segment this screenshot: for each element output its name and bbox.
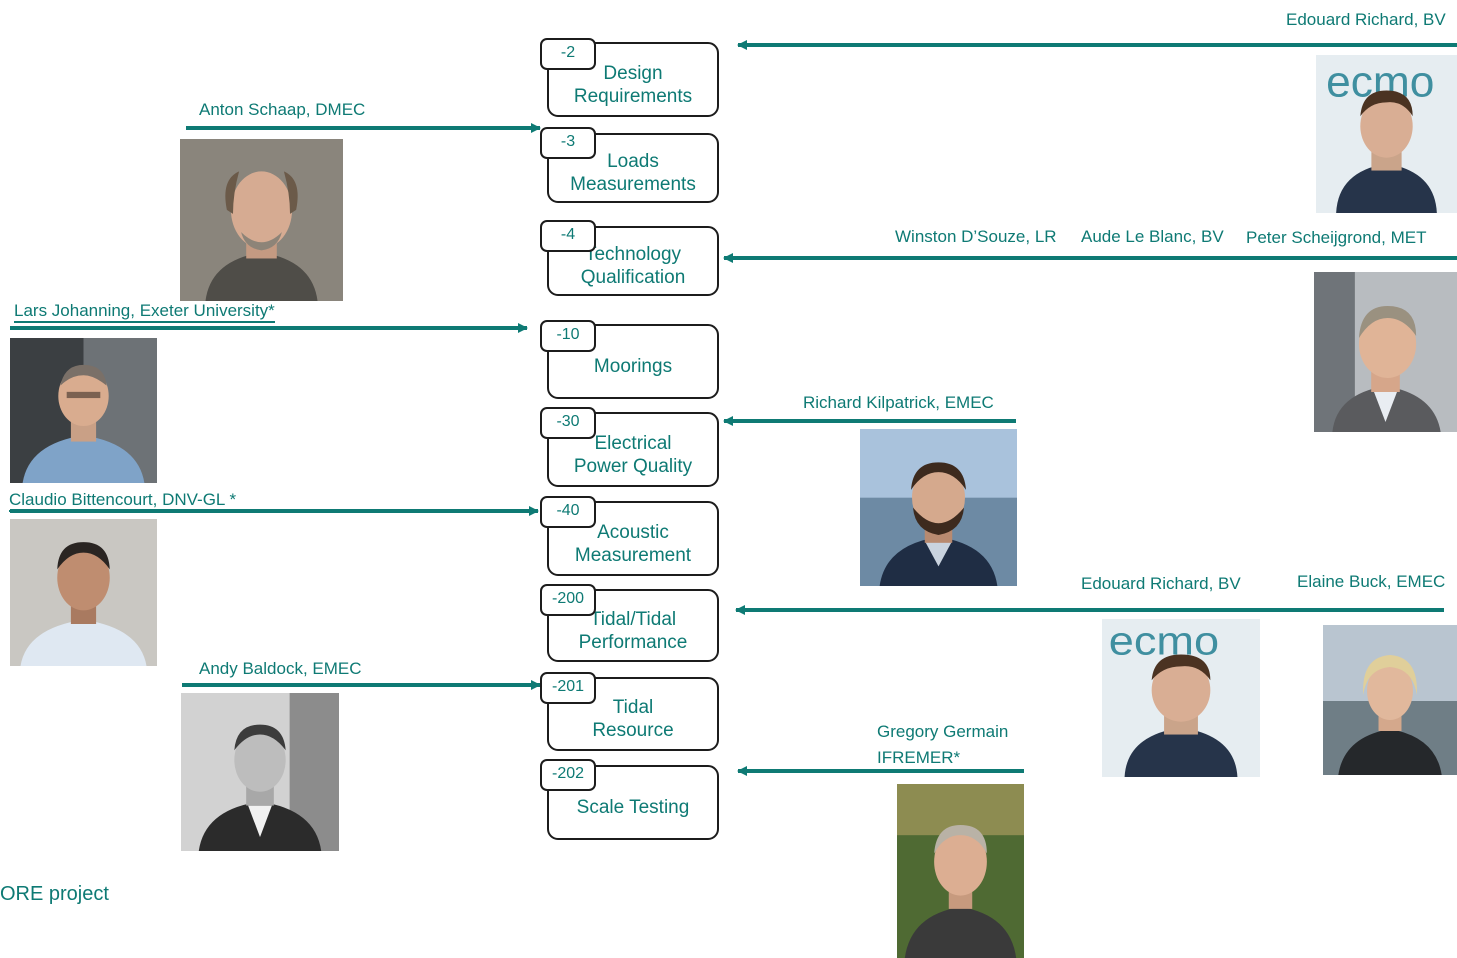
standard-badge: -200 <box>540 584 596 616</box>
standard-box-tidal-resource: Tidal Resource <box>547 677 719 751</box>
person-label-lars: Lars Johanning, Exeter University* <box>14 301 275 323</box>
standard-label: Moorings <box>593 356 673 377</box>
photo-claudio <box>10 519 157 666</box>
standard-label: Loads Measurements <box>570 151 696 195</box>
person-label-richard: Richard Kilpatrick, EMEC <box>803 393 994 412</box>
standard-box-tidal-performance: Tidal/Tidal Performance <box>547 589 719 662</box>
person-label-peter: Peter Scheijgrond, MET <box>1246 228 1427 247</box>
standard-badge: -201 <box>540 672 596 704</box>
person-label-andy: Andy Baldock, EMEC <box>199 659 362 678</box>
standard-box-scale-testing: Scale Testing <box>547 765 719 840</box>
person-label-anton: Anton Schaap, DMEC <box>199 100 366 119</box>
standard-label: Tidal Resource <box>592 697 674 741</box>
standard-label: Design Requirements <box>573 62 693 107</box>
photo-edouard-mid: ecmo <box>1102 619 1260 777</box>
photo-richard <box>860 429 1017 586</box>
standard-badge: -202 <box>540 759 596 791</box>
person-label-aude: Aude Le Blanc, BV <box>1081 227 1224 246</box>
standard-label: Electrical Power Quality <box>573 432 693 477</box>
standard-label: Scale Testing <box>576 797 690 818</box>
standard-badge: -3 <box>540 127 596 159</box>
person-label-gregory: Gregory Germain <box>877 722 1009 741</box>
photo-gregory <box>897 784 1024 958</box>
standard-label: Acoustic Measurement <box>574 521 692 566</box>
standard-label: Tidal/Tidal Performance <box>578 608 688 653</box>
photo-andy <box>181 693 339 851</box>
footer-text: ORE project <box>0 883 109 905</box>
standard-badge: -40 <box>540 496 596 528</box>
standard-badge: -4 <box>540 220 596 252</box>
svg-text:ecmo: ecmo <box>1109 619 1219 663</box>
person-label-winston: Winston D’Souze, LR <box>895 227 1057 246</box>
person-label-gregory-org: IFREMER* <box>877 748 961 767</box>
photo-anton <box>180 139 343 301</box>
photo-edouard-top: ecmo <box>1316 55 1457 213</box>
standard-label: Technology Qualification <box>580 244 686 288</box>
person-label-elaine: Elaine Buck, EMEC <box>1297 572 1446 591</box>
photo-elaine <box>1323 625 1457 775</box>
standard-badge: -2 <box>540 38 596 70</box>
photo-peter <box>1314 272 1457 432</box>
standard-badge: -10 <box>540 320 596 352</box>
standard-box-design: Design Requirements <box>547 42 719 117</box>
person-label-edouard-top: Edouard Richard, BV <box>1286 10 1446 29</box>
standard-badge: -30 <box>540 407 596 439</box>
person-label-claudio: Claudio Bittencourt, DNV-GL * <box>9 490 237 512</box>
photo-lars <box>10 338 157 483</box>
person-label-edouard-mid: Edouard Richard, BV <box>1081 574 1241 593</box>
